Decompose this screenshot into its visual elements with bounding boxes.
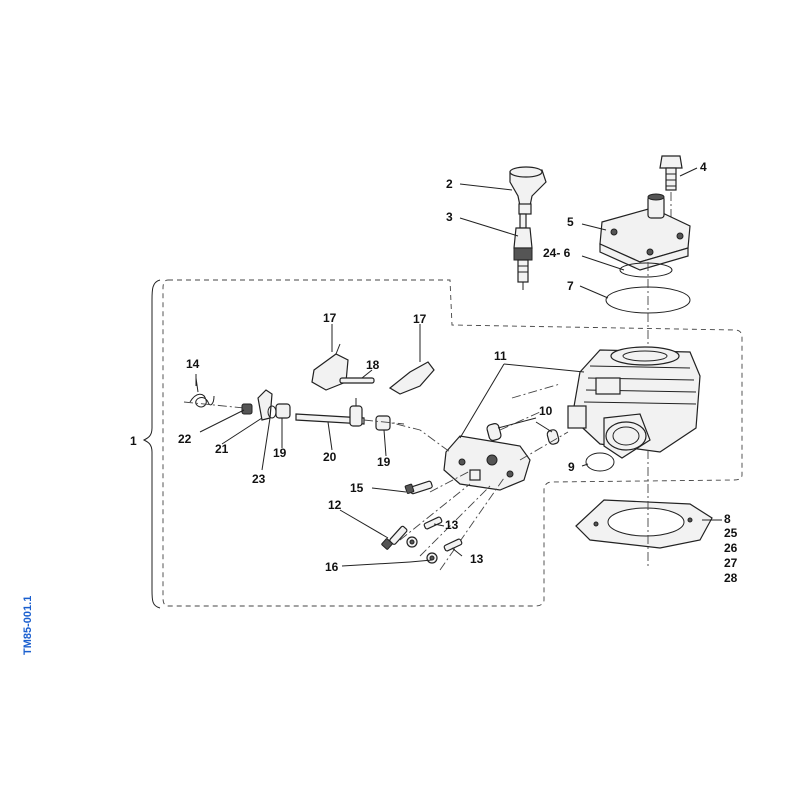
control-shaft (295, 398, 405, 427)
callout-9: 9 (568, 460, 575, 474)
bushing-19-left (275, 403, 291, 419)
pin-18 (339, 377, 375, 384)
assembly-group-outline (162, 279, 743, 607)
head-bolt (659, 155, 683, 226)
callout-19-left: 19 (273, 446, 287, 460)
callout-17-right: 17 (413, 312, 427, 326)
intake-o-ring (585, 452, 615, 472)
leader-lines (195, 167, 722, 567)
dowel-pin-upper (486, 423, 502, 441)
exhaust-flap-right (388, 361, 435, 395)
document-reference: TM85-001.1 (22, 595, 34, 655)
callout-7: 7 (567, 279, 574, 293)
callout-1: 1 (130, 434, 137, 448)
callout-13-upper: 13 (445, 518, 459, 532)
callout-14: 14 (186, 357, 200, 371)
screw-12 (381, 525, 408, 550)
callout-12: 12 (328, 498, 342, 512)
callout-17-left: 17 (323, 311, 337, 325)
callout-5: 5 (567, 215, 574, 229)
torsion-spring (183, 377, 245, 409)
base-gasket (575, 499, 713, 549)
screw-15 (404, 480, 433, 495)
callout-22: 22 (178, 432, 192, 446)
callout-10: 10 (539, 404, 553, 418)
callout-21: 21 (215, 442, 229, 456)
spark-plug (513, 213, 533, 290)
nut-16-lower (426, 552, 438, 564)
dowel-pin-lower (546, 429, 560, 445)
cylinder-head (599, 193, 691, 271)
nut-22 (241, 403, 253, 415)
callout-16: 16 (325, 560, 339, 574)
head-o-ring (619, 262, 673, 278)
callout-13-lower: 13 (470, 552, 484, 566)
callout-25: 25 (724, 526, 738, 540)
callout-11: 11 (494, 349, 507, 363)
callout-8: 8 (724, 512, 731, 526)
callout-4: 4 (700, 160, 707, 174)
callout-2: 2 (446, 177, 453, 191)
callout-26: 26 (724, 541, 738, 555)
stud-13-upper (423, 516, 443, 530)
bushing-19-right (375, 415, 391, 431)
exhaust-valve-housing (443, 435, 531, 491)
assembly-bracket (142, 279, 161, 609)
callout-27: 27 (724, 556, 738, 570)
callout-23: 23 (252, 472, 266, 486)
callout-15: 15 (350, 481, 364, 495)
callout-24-6: 24- 6 (543, 246, 571, 260)
stud-13-lower (443, 538, 463, 552)
callout-18: 18 (366, 358, 380, 372)
cylinder (567, 346, 701, 459)
callout-3: 3 (446, 210, 453, 224)
lever-21 (257, 389, 273, 421)
spark-plug-cap (509, 166, 547, 215)
nut-16-upper (406, 536, 418, 548)
callout-19-right: 19 (377, 455, 391, 469)
callout-20: 20 (323, 450, 337, 464)
callout-28: 28 (724, 571, 738, 585)
